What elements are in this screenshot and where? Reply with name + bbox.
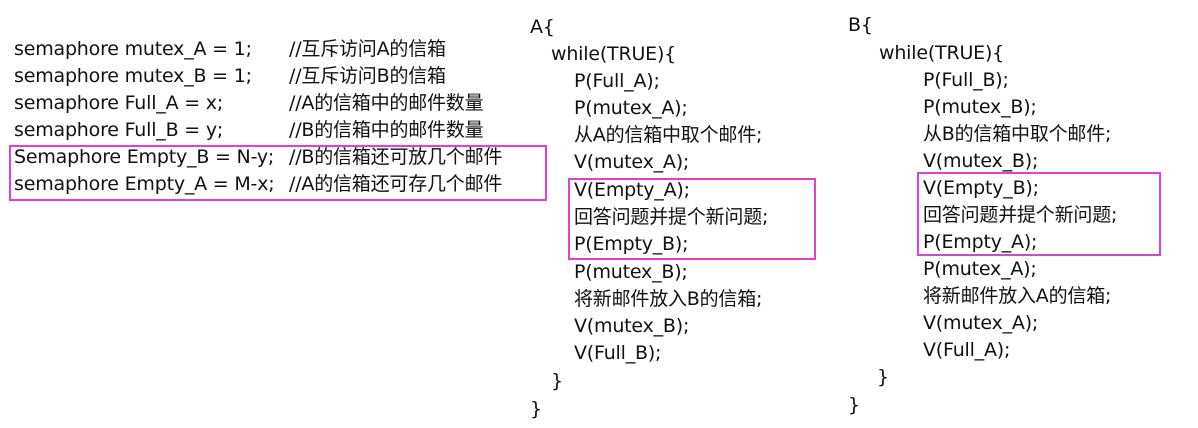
process-b-close: } bbox=[848, 394, 860, 416]
declaration-code: semaphore mutex_A = 1; bbox=[14, 38, 252, 60]
process-a-line: 从A的信箱中取个邮件; bbox=[574, 124, 763, 146]
process-a-loop-close: } bbox=[551, 370, 563, 392]
process-b-loop: while(TRUE){ bbox=[879, 42, 1005, 64]
process-b-line: 从B的信箱中取个邮件; bbox=[923, 123, 1112, 145]
process-b-line: P(Empty_A); bbox=[923, 231, 1038, 253]
declaration-comment: //互斥访问B的信箱 bbox=[289, 65, 446, 87]
declaration-comment: //互斥访问A的信箱 bbox=[289, 38, 446, 60]
process-b-header: B{ bbox=[848, 14, 873, 36]
process-b-line: 将新邮件放入A的信箱; bbox=[923, 285, 1112, 307]
declaration-code: semaphore mutex_B = 1; bbox=[14, 65, 252, 87]
process-a-loop: while(TRUE){ bbox=[551, 43, 677, 65]
declaration-code: semaphore Full_B = y; bbox=[14, 119, 224, 141]
declaration-code: semaphore Empty_A = M-x; bbox=[14, 173, 275, 195]
process-a-header: A{ bbox=[530, 16, 555, 38]
process-b-line: P(Full_B); bbox=[923, 69, 1009, 91]
process-b-line: P(mutex_B); bbox=[923, 96, 1037, 118]
process-a-close: } bbox=[530, 398, 542, 420]
process-a-line: V(mutex_B); bbox=[574, 315, 690, 337]
process-b-line: V(Empty_B); bbox=[923, 177, 1039, 199]
process-a-line: P(mutex_A); bbox=[574, 97, 688, 119]
process-a-line: 回答问题并提个新问题; bbox=[574, 206, 769, 228]
process-a-line: V(Full_B); bbox=[574, 342, 662, 364]
process-a-line: P(mutex_B); bbox=[574, 261, 688, 283]
declaration-comment: //B的信箱还可放几个邮件 bbox=[289, 146, 503, 168]
process-b-line: P(mutex_A); bbox=[923, 258, 1037, 280]
declaration-comment: //A的信箱还可存几个邮件 bbox=[289, 173, 503, 195]
process-a-line: V(Empty_A); bbox=[574, 179, 690, 201]
process-b-line: V(mutex_A); bbox=[923, 312, 1039, 334]
declaration-comment: //B的信箱中的邮件数量 bbox=[289, 119, 484, 141]
process-a-line: V(mutex_A); bbox=[574, 151, 690, 173]
process-b-line: V(Full_A); bbox=[923, 339, 1011, 361]
process-b-line: 回答问题并提个新问题; bbox=[923, 204, 1118, 226]
declaration-code: Semaphore Empty_B = N-y; bbox=[14, 146, 275, 168]
process-a-line: P(Full_A); bbox=[574, 70, 660, 92]
process-a-line: P(Empty_B); bbox=[574, 233, 689, 255]
process-b-line: V(mutex_B); bbox=[923, 150, 1039, 172]
declaration-comment: //A的信箱中的邮件数量 bbox=[289, 92, 484, 114]
process-b-loop-close: } bbox=[877, 366, 889, 388]
process-a-line: 将新邮件放入B的信箱; bbox=[574, 288, 763, 310]
declaration-code: semaphore Full_A = x; bbox=[14, 92, 224, 114]
